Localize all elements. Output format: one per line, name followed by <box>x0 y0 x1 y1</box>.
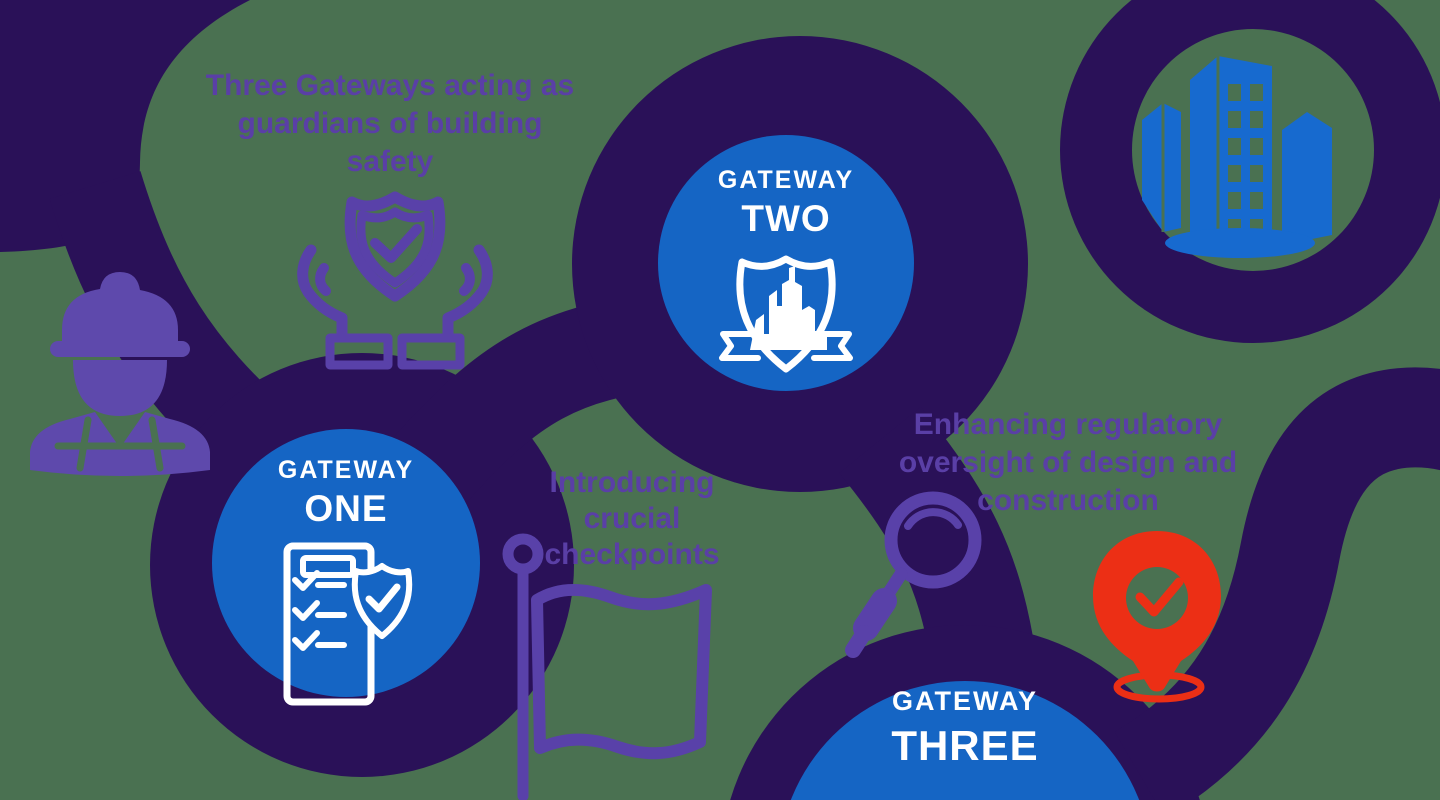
caption-line: oversight of design and <box>899 446 1237 479</box>
city-badge-icon <box>719 255 853 373</box>
caption-line: crucial <box>584 502 681 535</box>
gateway-eyebrow: GATEWAY <box>892 686 1038 716</box>
magnifier-icon <box>845 491 982 658</box>
gateway-two-label: GATEWAY TWO <box>718 166 854 239</box>
gateway-three-circle <box>790 681 1140 800</box>
checkpoint-flag-icon <box>502 533 712 800</box>
gateway-eyebrow: GATEWAY <box>278 456 414 484</box>
caption-checkpoints: Introducing crucial checkpoints <box>544 466 719 571</box>
caption-line: safety <box>347 145 434 178</box>
caption-line: construction <box>977 484 1159 517</box>
location-pin-check-icon <box>1093 531 1221 703</box>
gateway-one-circle <box>212 429 480 697</box>
gateway-one-label: GATEWAY ONE <box>278 456 414 529</box>
construction-worker-icon <box>30 272 210 476</box>
caption-line: checkpoints <box>544 538 719 571</box>
path-s-curve-right <box>1113 367 1440 800</box>
gateway-name: ONE <box>304 488 387 529</box>
gateway-name: TWO <box>741 198 830 239</box>
caption-line: guardians of building <box>238 107 543 140</box>
caption-line: Three Gateways acting as <box>206 69 575 102</box>
checklist-shield-icon <box>283 542 413 706</box>
gateway-three-label: GATEWAY THREE <box>891 686 1038 769</box>
gateway-eyebrow: GATEWAY <box>718 166 854 194</box>
caption-line: Enhancing regulatory <box>914 408 1223 441</box>
tower-windows <box>1228 84 1263 236</box>
caption-line: Introducing <box>550 466 715 499</box>
city-buildings-icon <box>1142 56 1332 258</box>
path-band-two-to-three <box>839 406 1034 660</box>
hands-holding-shield-icon <box>297 191 493 370</box>
caption-oversight: Enhancing regulatory oversight of design… <box>899 408 1237 517</box>
gateway-name: THREE <box>891 722 1038 769</box>
path-top-left-corner <box>0 0 250 252</box>
caption-guardians: Three Gateways acting as guardians of bu… <box>206 69 575 178</box>
